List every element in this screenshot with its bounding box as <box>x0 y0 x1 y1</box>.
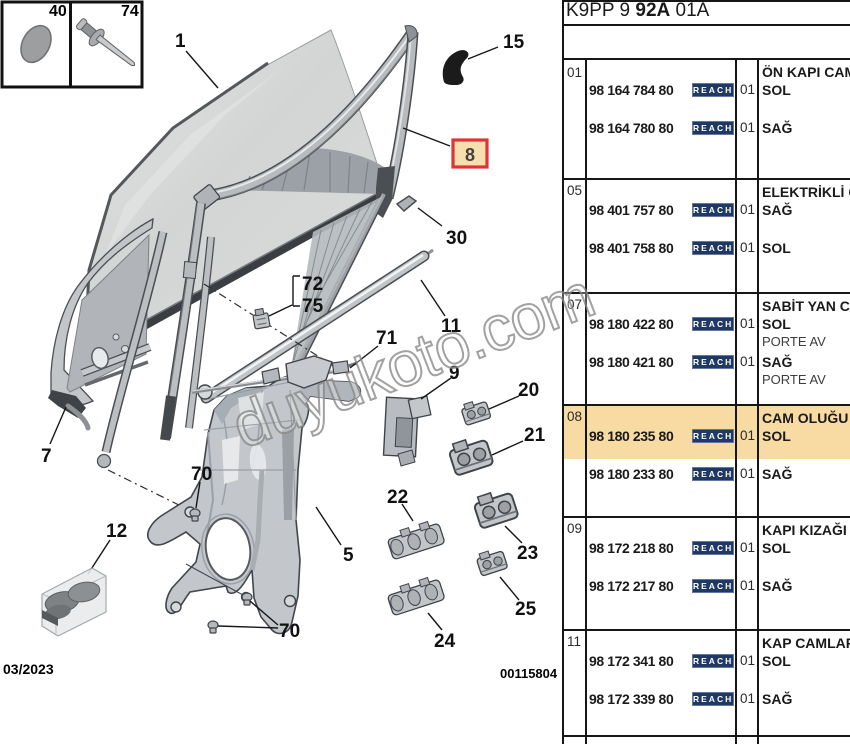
svg-text:75: 75 <box>302 296 324 317</box>
svg-text:70: 70 <box>191 464 212 485</box>
svg-text:74: 74 <box>121 3 139 20</box>
svg-text:22: 22 <box>387 487 408 508</box>
svg-text:72: 72 <box>302 274 323 295</box>
svg-text:1: 1 <box>175 31 186 52</box>
svg-text:9: 9 <box>449 363 460 384</box>
svg-text:11: 11 <box>441 316 462 337</box>
svg-text:03/2023: 03/2023 <box>3 661 54 677</box>
svg-text:70: 70 <box>279 621 300 642</box>
svg-text:5: 5 <box>343 545 354 566</box>
svg-text:21: 21 <box>524 425 546 446</box>
svg-text:25: 25 <box>515 599 537 620</box>
svg-text:7: 7 <box>41 446 52 467</box>
svg-text:40: 40 <box>49 3 67 20</box>
svg-text:71: 71 <box>376 328 398 349</box>
svg-text:00115804: 00115804 <box>500 666 558 681</box>
svg-text:23: 23 <box>517 543 538 564</box>
svg-text:20: 20 <box>518 380 539 401</box>
svg-text:15: 15 <box>503 32 525 53</box>
svg-text:12: 12 <box>106 521 127 542</box>
svg-text:30: 30 <box>446 228 467 249</box>
svg-text:8: 8 <box>465 145 475 165</box>
svg-text:24: 24 <box>434 631 456 652</box>
